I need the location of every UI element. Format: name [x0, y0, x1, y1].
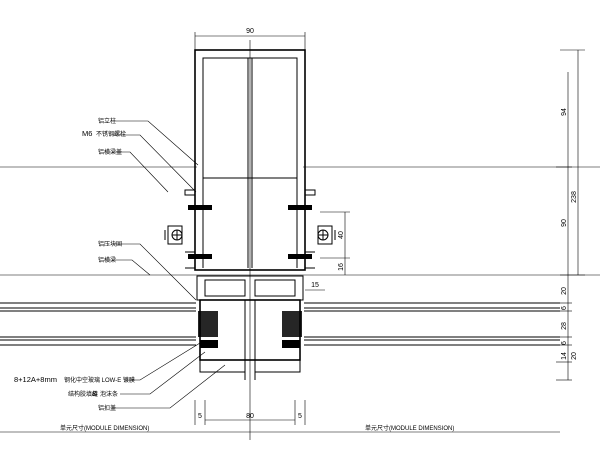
bolts [171, 205, 329, 259]
label-glass-spec: 8+12A+8mm [14, 375, 57, 384]
label-cover-cap: 铝扣盖 [98, 404, 116, 412]
label-seal-foam: 泡沫条 [100, 390, 118, 398]
dimension-bottom: 80 5 5 [194, 400, 306, 425]
label-transom: 铝横梁 [98, 256, 116, 264]
aluminum-mullion [194, 49, 306, 271]
annotation-labels: 铝立柱 M6 不锈钢螺栓 铝横梁盖 铝压块固 铝横梁 8+12A+8mm 钢化中… [14, 117, 135, 412]
dimension-right-2: 238 [571, 191, 578, 203]
dimension-right-1: 94 [561, 108, 568, 116]
label-bolt-m6: M6 [82, 129, 92, 138]
dimension-right-7: 6 [561, 341, 568, 345]
dimension-right-gap-text: 5 [298, 413, 302, 420]
dimension-right-9: 20 [571, 352, 578, 360]
reference-lines [0, 40, 600, 440]
label-glass-desc: 钢化中空玻璃 LOW-E 镀膜 [64, 376, 135, 384]
dimension-plate-text: 15 [311, 282, 319, 289]
glass-panel-right [282, 302, 560, 348]
dimension-right-4: 20 [561, 287, 568, 295]
clamp-plate-right [305, 189, 336, 269]
dimension-left-gap-text: 5 [198, 413, 202, 420]
dimension-top: 90 [194, 28, 306, 50]
dimension-bolt-spacing-text: 40 [338, 231, 345, 239]
dimension-top-text: 90 [246, 28, 254, 35]
dimension-right-6: 28 [561, 322, 568, 330]
dimension-right-3: 90 [561, 219, 568, 227]
dimension-bolt-offset-text: 16 [338, 263, 345, 271]
module-dimension-labels: 单元尺寸(MODULE DIMENSION) 单元尺寸(MODULE DIMEN… [60, 424, 454, 432]
module-dimension-left: 单元尺寸(MODULE DIMENSION) [60, 424, 149, 432]
dimension-right-chain: 94 238 90 20 6 28 6 14 20 [556, 49, 585, 381]
label-bolt-desc: 不锈钢螺栓 [96, 130, 126, 138]
label-seal-amp: & [92, 389, 97, 398]
dimension-right-8: 14 [561, 352, 568, 360]
label-seal: 结构胶填缝 [68, 390, 98, 398]
glass-panel-left [0, 302, 218, 348]
label-mullion: 铝立柱 [98, 117, 116, 125]
clamp-plate-left [164, 189, 195, 269]
module-dimension-right: 单元尺寸(MODULE DIMENSION) [365, 424, 454, 432]
dimension-plate: 15 40 16 [305, 211, 350, 291]
label-pressure-plate: 铝压块固 [98, 240, 122, 248]
leader-lines [112, 120, 226, 409]
dimension-bottom-text: 80 [246, 413, 254, 420]
label-transom-cover: 铝横梁盖 [98, 148, 122, 156]
dimension-right-5: 6 [561, 306, 568, 310]
